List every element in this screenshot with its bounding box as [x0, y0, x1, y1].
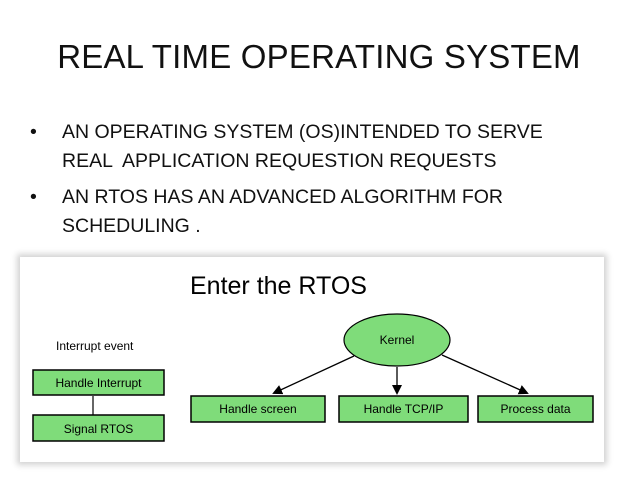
bullet-text-line: AN RTOS HAS AN ADVANCED ALGORITHM FOR	[62, 186, 504, 208]
interrupt-event-label: Interrupt event	[56, 339, 134, 353]
arrow-to-process-data	[441, 354, 529, 395]
rtos-diagram: Enter the RTOS Interrupt event Handle In…	[20, 257, 604, 462]
slide-title: REAL TIME OPERATING SYSTEM	[57, 38, 581, 75]
handle-interrupt-box	[32, 369, 165, 396]
arrow-to-handle-screen	[272, 355, 355, 395]
bullet-marker: •	[30, 121, 37, 143]
handle-screen-box	[190, 395, 326, 423]
kernel-ellipse	[343, 313, 451, 367]
signal-rtos-box	[32, 414, 165, 442]
bullet-marker: •	[30, 186, 37, 208]
rtos-diagram-canvas: Enter the RTOS Interrupt event Handle In…	[32, 272, 594, 442]
process-data-box	[477, 395, 594, 423]
process-data-label: Process data	[500, 402, 570, 416]
handle-tcpip-box	[338, 395, 469, 423]
bullet-item: • AN RTOS HAS AN ADVANCED ALGORITHM FOR …	[22, 183, 622, 241]
bullet-text-line: REAL APPLICATION REQUESTION REQUESTS	[62, 150, 497, 172]
bullet-text-line: AN OPERATING SYSTEM (OS)INTENDED TO SERV…	[62, 121, 543, 143]
bullet-item: • AN OPERATING SYSTEM (OS)INTENDED TO SE…	[22, 118, 622, 176]
kernel-label: Kernel	[380, 333, 415, 347]
bullet-text-line: SCHEDULING .	[62, 215, 201, 237]
bullet-list: • AN OPERATING SYSTEM (OS)INTENDED TO SE…	[22, 118, 622, 248]
handle-interrupt-label: Handle Interrupt	[55, 376, 142, 390]
signal-rtos-label: Signal RTOS	[64, 422, 134, 436]
handle-tcpip-label: Handle TCP/IP	[364, 402, 444, 416]
diagram-title: Enter the RTOS	[190, 272, 367, 300]
handle-screen-label: Handle screen	[219, 402, 296, 416]
